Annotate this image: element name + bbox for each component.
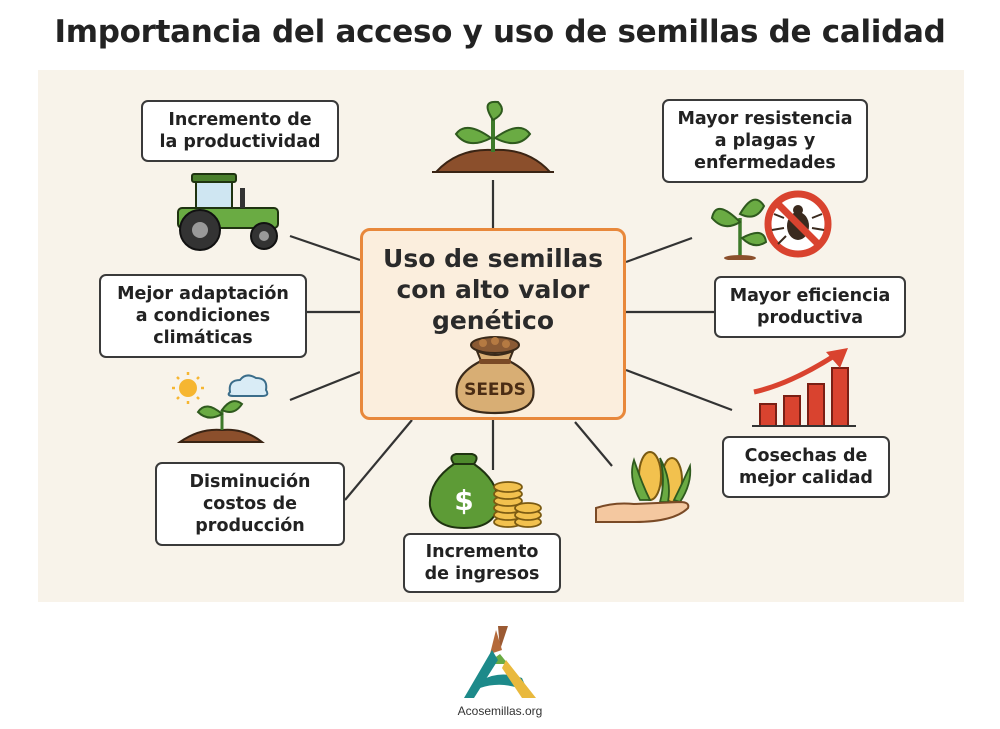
connector-productividad	[289, 234, 361, 262]
center-text: Uso de semillas con alto valor genético	[383, 244, 603, 335]
corn-hand-icon	[595, 451, 692, 523]
benefit-adaptacion: Mejor adaptación a condiciones climática…	[99, 274, 307, 358]
benefit-productividad: Incremento de la productividad	[141, 100, 339, 162]
benefit-resistencia: Mayor resistencia a plagas y enfermedade…	[662, 99, 868, 183]
logo-text: Acosemillas.org	[457, 704, 543, 718]
svg-text:$: $	[454, 484, 473, 517]
sprout-icon	[432, 100, 554, 173]
seed-bag-label: SEEDS	[464, 380, 526, 400]
page-title: Importancia del acceso y uso de semillas…	[54, 14, 946, 50]
growth-chart-icon	[752, 348, 856, 427]
benefit-ingresos: Incremento de ingresos	[403, 533, 561, 593]
connector-corn	[574, 421, 613, 467]
no-pest-icon	[710, 190, 832, 260]
benefit-eficiencia: Mayor eficiencia productiva	[714, 276, 906, 338]
sun-cloud-sprout-icon	[172, 372, 269, 443]
tractor-icon	[177, 173, 279, 251]
connector-left-lower	[289, 370, 361, 402]
money-coins-icon: $	[428, 453, 542, 530]
benefit-cosechas: Cosechas de mejor calidad	[722, 436, 890, 498]
connector-costos	[344, 419, 413, 501]
acosemillas-logo	[464, 626, 536, 698]
seed-bag-icon: SEEDS	[455, 336, 535, 415]
benefit-costos: Disminución costos de producción	[155, 462, 345, 546]
connector-resistencia	[625, 236, 693, 264]
connector-cosechas	[625, 368, 733, 412]
center-node: Uso de semillas con alto valor genético …	[360, 228, 626, 420]
